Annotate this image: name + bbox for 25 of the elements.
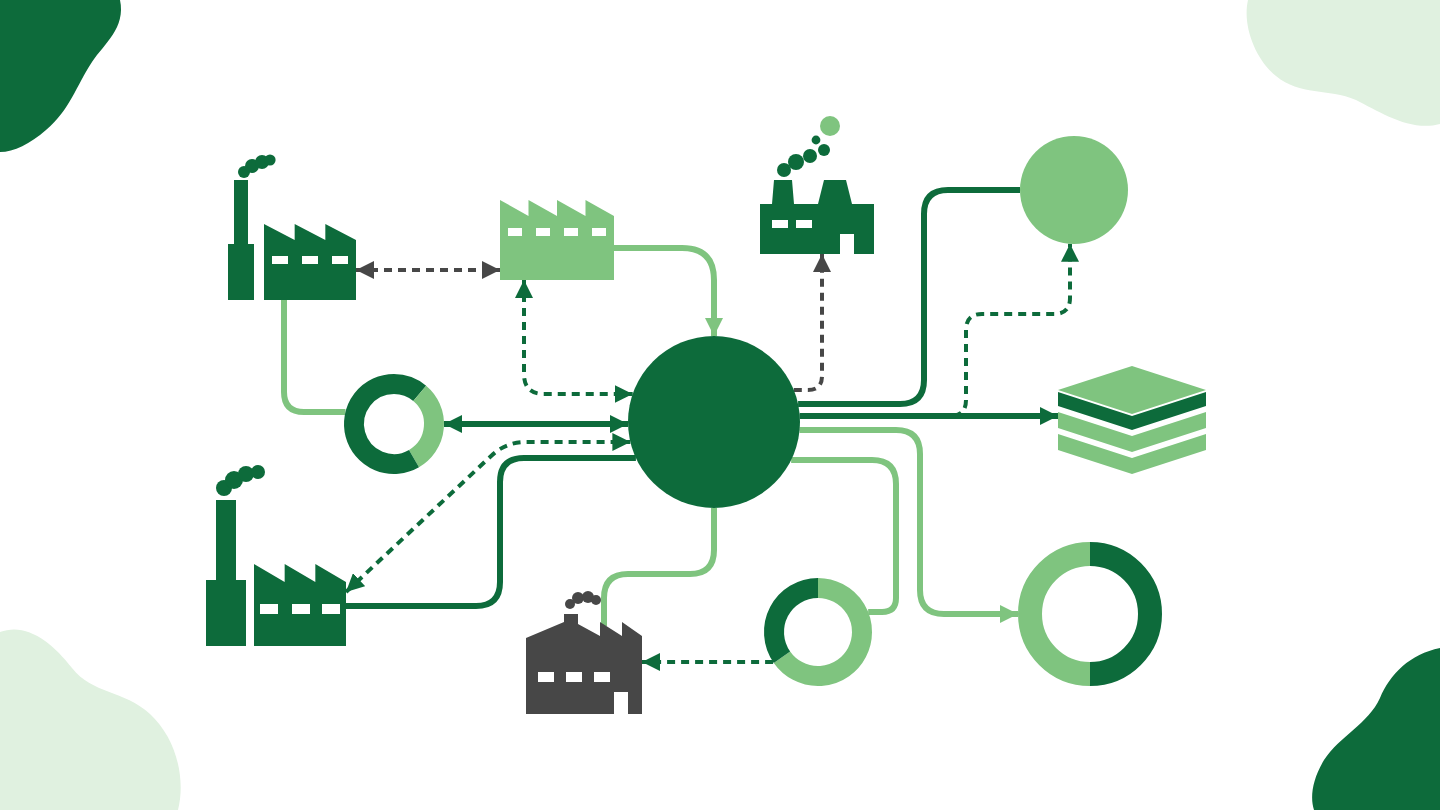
- donut-ring-icon: [1018, 542, 1162, 686]
- connector-line: [281, 300, 346, 415]
- double-arrow: [444, 415, 628, 433]
- arrow: [799, 407, 1058, 425]
- donut-ring-icon: [344, 374, 444, 474]
- factory-icon: [500, 200, 614, 280]
- connector-line: [346, 455, 636, 609]
- layers-icon: [1058, 366, 1206, 474]
- dashed-double-arrow: [515, 280, 633, 403]
- factory-icon: [760, 114, 874, 254]
- connector-line: [798, 187, 1020, 407]
- factory-icon: [228, 152, 356, 300]
- arrow: [614, 245, 723, 336]
- arrow: [799, 427, 1018, 623]
- connector-line: [601, 508, 717, 626]
- dashed-arrow: [642, 653, 774, 671]
- dashed-double-arrow: [356, 261, 500, 279]
- hub-circle: [628, 336, 800, 508]
- circle-node: [1020, 136, 1128, 244]
- dashed-arrow: [793, 254, 831, 392]
- connector-line: [791, 457, 899, 615]
- factory-icon: [526, 590, 642, 714]
- dashed-double-arrow: [344, 433, 631, 594]
- factory-icon: [206, 464, 346, 646]
- donut-ring-icon: [764, 578, 872, 686]
